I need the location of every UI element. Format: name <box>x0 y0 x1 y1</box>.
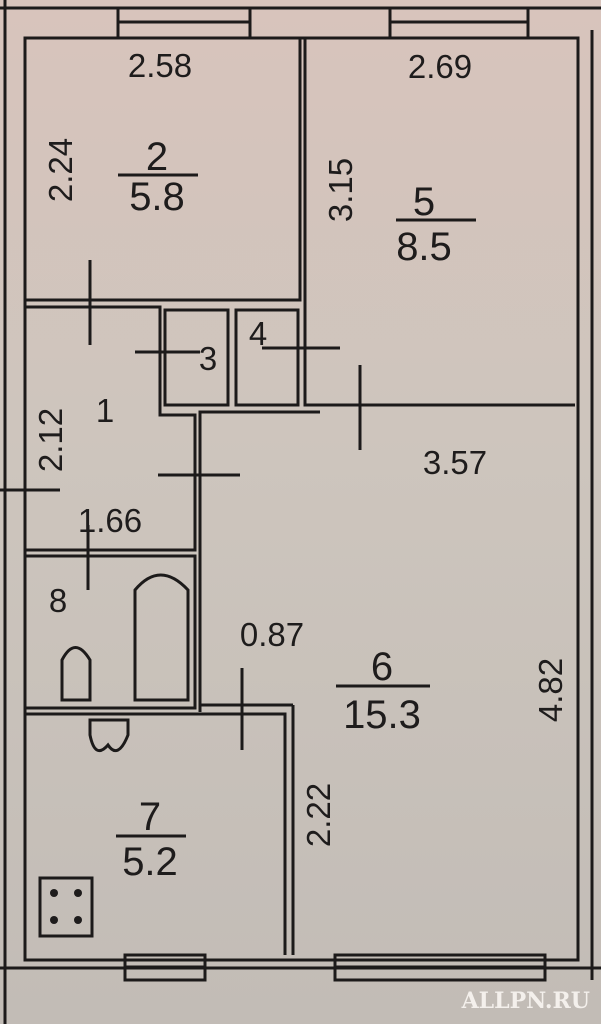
watermark: ALLPN.RU <box>461 988 590 1014</box>
room-7-number: 7 <box>139 795 161 839</box>
room-labels: 2 5.8 5 8.5 1 3 4 8 6 15.3 7 5.2 <box>49 135 476 884</box>
room-5-area: 8.5 <box>396 225 452 269</box>
room-7-area: 5.2 <box>122 840 178 884</box>
fixtures <box>38 573 190 938</box>
door-marks <box>0 260 362 750</box>
room-6-area: 15.3 <box>343 693 421 737</box>
dim-1-66: 1.66 <box>78 502 142 539</box>
bathtub-icon <box>133 573 190 702</box>
dim-4-82: 4.82 <box>532 658 569 722</box>
stove-icon <box>38 876 94 938</box>
room-4-number: 4 <box>249 315 267 352</box>
room-6-number: 6 <box>371 645 393 689</box>
windows <box>116 6 547 982</box>
dim-2-69: 2.69 <box>408 48 472 85</box>
dim-2-24: 2.24 <box>42 138 79 202</box>
dim-0-87: 0.87 <box>240 616 304 653</box>
room-5-number: 5 <box>413 180 435 224</box>
room-8-number: 8 <box>49 582 67 619</box>
dim-2-22: 2.22 <box>300 783 337 847</box>
dim-2-58: 2.58 <box>128 47 192 84</box>
dim-3-15: 3.15 <box>322 158 359 222</box>
room-2-number: 2 <box>146 135 168 179</box>
room-1-number: 1 <box>96 392 114 429</box>
toilet-icon <box>60 646 92 702</box>
dim-3-57: 3.57 <box>423 444 487 481</box>
dim-2-12: 2.12 <box>32 408 69 472</box>
sink-icon <box>88 718 130 753</box>
dimension-labels: 2.58 2.24 2.69 3.15 2.12 1.66 3.57 0.87 … <box>32 47 569 847</box>
room-2-area: 5.8 <box>129 175 185 219</box>
room-3-number: 3 <box>199 340 217 377</box>
